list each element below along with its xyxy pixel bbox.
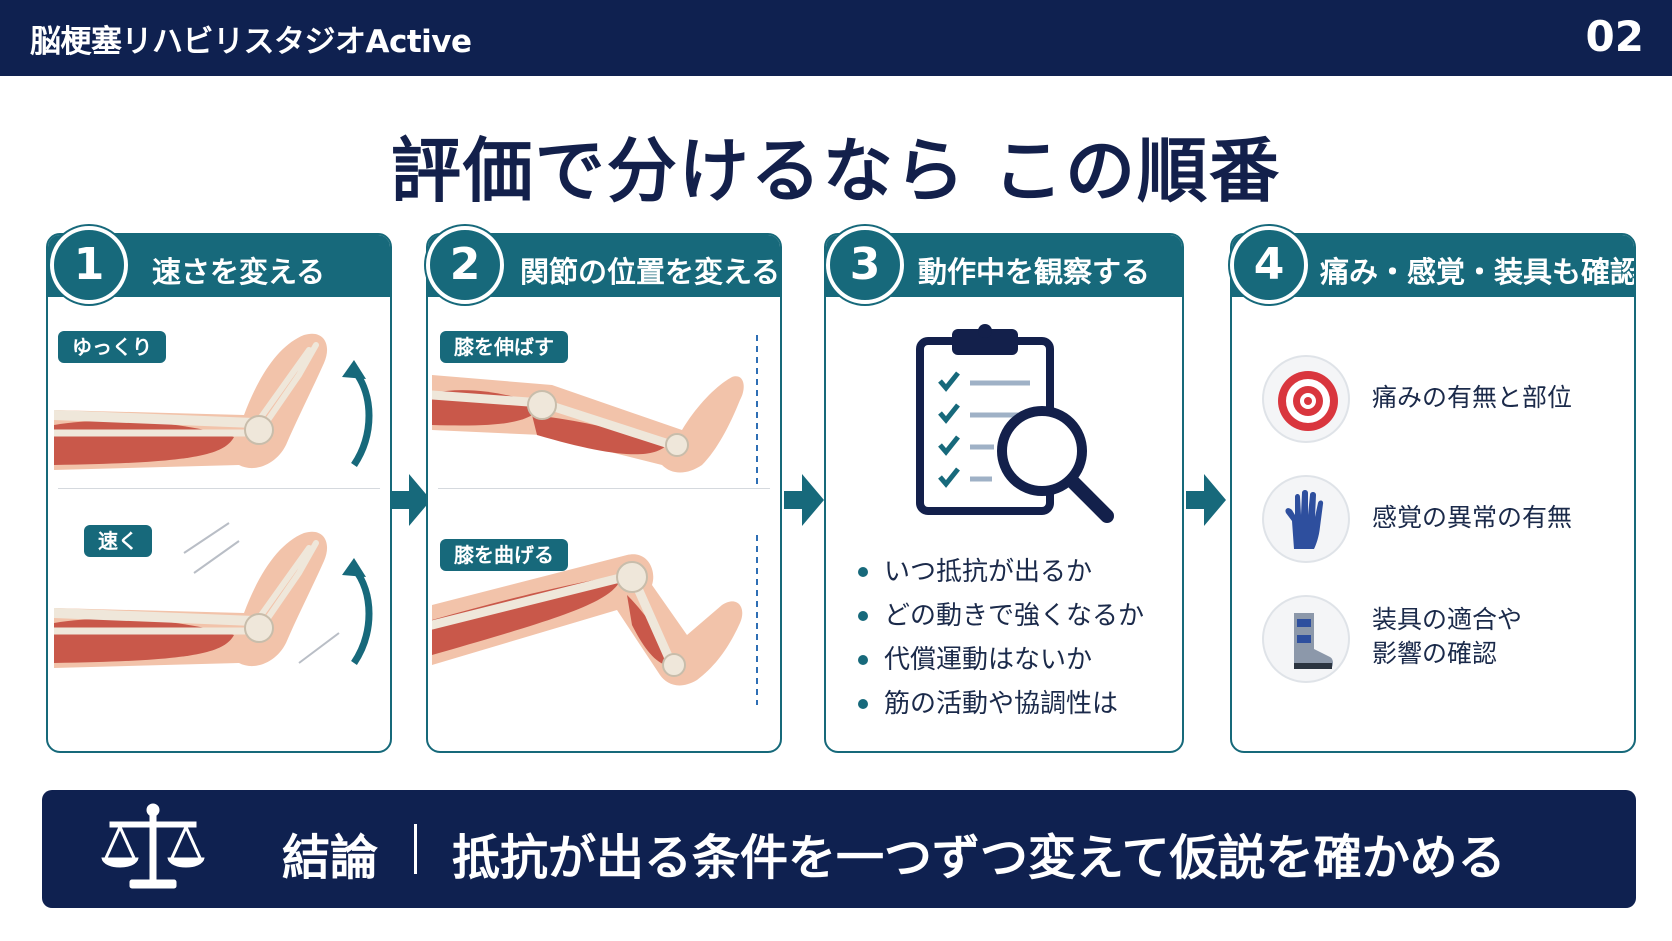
tag-knee-extended: 膝を伸ばす — [440, 331, 568, 363]
card-1-divider — [58, 488, 380, 489]
clipboard-magnifier-icon — [916, 324, 1114, 523]
leg-illustration-fast — [54, 522, 373, 668]
conclusion-bar: 結論 抵抗が出る条件を一つずつ変えて仮説を確かめる — [42, 790, 1636, 908]
brace-icon — [1262, 595, 1350, 683]
page-number: 02 — [1585, 12, 1644, 61]
conclusion-message: 抵抗が出る条件を一つずつ変えて仮説を確かめる — [452, 830, 1506, 886]
tag-slow: ゆっくり — [58, 331, 166, 363]
step-1-title: 速さを変える — [152, 255, 326, 289]
step-3-number: 3 — [826, 226, 904, 304]
list-item: どの動きで強くなるか — [854, 594, 1144, 638]
scales-icon — [101, 803, 205, 889]
step-2-title: 関節の位置を変える — [520, 255, 781, 289]
arrow-right-icon — [1186, 474, 1226, 526]
conclusion-label: 結論 — [282, 830, 379, 886]
step-1-number: 1 — [50, 226, 128, 304]
leg-illustration-slow — [54, 333, 373, 470]
arrow-right-icon — [391, 474, 431, 526]
step-card-1: 速さを変える ゆっくり 速く — [46, 233, 392, 753]
page-title: 評価で分けるなら この順番 — [390, 130, 1282, 212]
check-item-pain: 痛みの有無と部位 — [1262, 355, 1592, 455]
list-item: いつ抵抗が出るか — [854, 550, 1144, 594]
card-2-divider — [438, 488, 770, 489]
tag-knee-flexed: 膝を曲げる — [440, 539, 568, 571]
brand-name: 脳梗塞リハビリスタジオActive — [30, 24, 472, 60]
leg-illustration-knee-flexed — [432, 535, 758, 705]
target-icon — [1262, 355, 1350, 443]
conclusion-divider — [414, 824, 417, 874]
step-4-number: 4 — [1230, 226, 1308, 304]
check-item-text: 感覚の異常の有無 — [1372, 503, 1573, 532]
observation-list: いつ抵抗が出るか どの動きで強くなるか 代償運動はないか 筋の活動や協調性は — [854, 550, 1144, 726]
check-item-sensation: 感覚の異常の有無 — [1262, 475, 1592, 575]
arrow-right-icon — [784, 474, 824, 526]
list-item: 代償運動はないか — [854, 638, 1144, 682]
check-item-text: 装具の適合や 影響の確認 — [1372, 605, 1523, 668]
list-item: 筋の活動や協調性は — [854, 682, 1144, 726]
leg-illustration-knee-extended — [432, 335, 758, 485]
header-bar: 脳梗塞リハビリスタジオActive 02 — [0, 0, 1672, 76]
step-card-4: 痛み・感覚・装具も確認 痛みの有無と部位 感覚の異常の有無 — [1230, 233, 1636, 753]
hand-icon — [1262, 475, 1350, 563]
tag-fast: 速く — [84, 525, 152, 557]
check-item-brace: 装具の適合や 影響の確認 — [1262, 595, 1592, 695]
check-item-text: 痛みの有無と部位 — [1372, 383, 1573, 412]
step-card-3: 動作中を観察する いつ抵抗が出るか どの動きで強くなるか 代償運動はないか 筋の… — [824, 233, 1184, 753]
step-3-title: 動作中を観察する — [918, 255, 1151, 289]
step-4-title: 痛み・感覚・装具も確認 — [1320, 255, 1636, 289]
step-card-2: 関節の位置を変える 膝を伸ばす 膝を曲げる — [426, 233, 782, 753]
step-2-number: 2 — [426, 226, 504, 304]
